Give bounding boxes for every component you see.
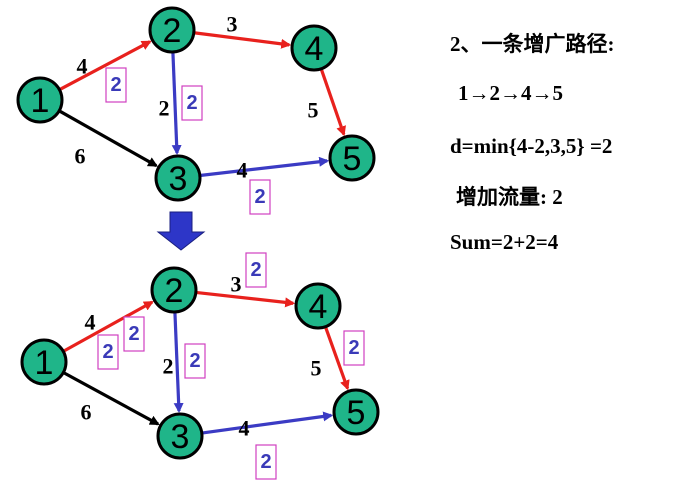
edge-2-3 — [171, 51, 182, 156]
flow-box-2-3 — [184, 343, 206, 379]
flow-value-2-3: 2 — [186, 92, 197, 114]
edge-1-3 — [58, 109, 158, 168]
flow-box-3-5 — [249, 179, 271, 215]
node-5 — [332, 388, 380, 436]
edge-1-2 — [58, 40, 152, 92]
edge-4-5 — [323, 326, 350, 391]
node-label-4: 4 — [309, 288, 328, 326]
node-label-1: 1 — [31, 82, 50, 120]
capacity-label-4-5: 5 — [308, 98, 319, 123]
flow-value-1-2: 2 — [110, 74, 121, 96]
capacity-label-3-5: 4 — [237, 158, 248, 183]
node-label-2: 2 — [163, 12, 182, 50]
flow-value-3-5: 2 — [254, 186, 265, 208]
capacity-label-2-3: 2 — [159, 96, 170, 121]
info-heading: 2、一条增广路径: — [450, 32, 615, 56]
info-d-formula: d=min{4-2,3,5} =2 — [450, 134, 613, 158]
node-2 — [148, 6, 196, 54]
capacity-label-1-2: 4 — [85, 310, 96, 335]
flow-box-2-4 — [245, 252, 267, 288]
edge-3-5 — [201, 411, 334, 435]
node-1 — [20, 338, 68, 386]
flow-value-4-5: 2 — [348, 337, 359, 359]
capacity-label-1-3: 6 — [81, 400, 92, 425]
node-label-2: 2 — [165, 272, 184, 310]
node-label-5: 5 — [347, 394, 366, 432]
node-4 — [290, 24, 338, 72]
edge-3-5 — [199, 156, 330, 178]
capacity-label-1-3: 6 — [75, 144, 86, 169]
node-2 — [150, 266, 198, 314]
info-sum: Sum=2+2=4 — [450, 230, 559, 254]
edge-2-4 — [195, 290, 296, 308]
flow-value-3-5: 2 — [260, 451, 271, 473]
flow-box-4-5 — [343, 330, 365, 366]
node-1 — [16, 76, 64, 124]
capacity-label-2-3: 2 — [163, 354, 174, 379]
flow-box-3-5 — [255, 444, 277, 480]
node-label-3: 3 — [169, 160, 188, 198]
flow-box-2-3 — [181, 85, 203, 121]
edge-2-3 — [173, 311, 184, 414]
flow-value-2-3: 2 — [189, 350, 200, 372]
edge-1-2 — [62, 300, 154, 353]
node-3 — [154, 154, 202, 202]
info-path: 1→2→4→5 — [458, 81, 563, 105]
flow-box-1-2 — [105, 67, 127, 103]
capacity-label-1-2: 4 — [77, 54, 88, 79]
node-label-1: 1 — [35, 344, 54, 382]
info-increase: 增加流量: 2 — [456, 185, 563, 209]
flow-box-1-2 — [97, 334, 119, 370]
flow-value-1-2: 2 — [102, 341, 113, 363]
capacity-label-2-4: 3 — [231, 272, 242, 297]
flow-value-1-2: 2 — [128, 323, 139, 345]
edge-2-4 — [193, 31, 292, 49]
node-label-3: 3 — [171, 418, 190, 456]
node-3 — [156, 412, 204, 460]
node-label-4: 4 — [305, 30, 324, 68]
edge-1-3 — [62, 371, 160, 426]
capacity-label-4-5: 5 — [311, 356, 322, 381]
capacity-label-3-5: 4 — [239, 416, 250, 441]
node-5 — [328, 134, 376, 182]
capacity-label-2-4: 3 — [227, 12, 238, 37]
down-arrow-icon — [156, 211, 206, 251]
node-4 — [294, 282, 342, 330]
flow-box-1-2 — [123, 316, 145, 352]
flow-value-2-4: 2 — [250, 259, 261, 281]
edge-4-5 — [319, 68, 346, 137]
node-label-5: 5 — [343, 140, 362, 178]
